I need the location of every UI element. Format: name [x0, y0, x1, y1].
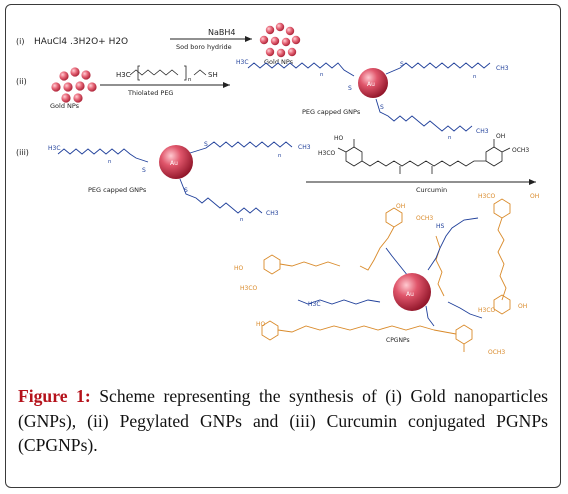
gold-np — [275, 22, 285, 32]
step-i-label: (i) — [16, 37, 24, 46]
au-label-iii: Au — [170, 160, 178, 167]
gold-np — [276, 48, 286, 58]
gold-np — [265, 25, 275, 35]
group-label: HO — [234, 265, 244, 272]
curcumin-left-ome: H3CO — [318, 150, 336, 157]
au-core-ii — [358, 68, 388, 98]
step-iii-label: (iii) — [16, 148, 29, 157]
gold-np — [51, 82, 61, 92]
peg-chain-iii-bottom — [179, 178, 263, 214]
step-ii-label: (ii) — [16, 77, 27, 86]
group-label: OH — [396, 203, 405, 210]
chain-end-top: CH3 — [496, 65, 509, 72]
gold-np — [291, 35, 301, 45]
au-label-ii: Au — [367, 81, 375, 88]
thiol-s-left: S — [348, 85, 352, 92]
chain-n-iii-top: n — [278, 153, 282, 159]
chain-n-iii-left: n — [108, 159, 112, 165]
step-ii-product-label: PEG capped GNPs — [302, 108, 361, 116]
group-label: OCH3 — [488, 349, 505, 356]
gold-np — [70, 67, 80, 77]
group-label: OH — [518, 303, 527, 310]
group-label: OCH3 — [416, 215, 433, 222]
peg-chain-top — [385, 62, 491, 75]
gold-np — [270, 36, 280, 46]
gold-np — [287, 47, 297, 57]
gold-np-cluster-ii — [51, 67, 97, 103]
chain-end-iii-top: CH3 — [298, 144, 311, 151]
synthesis-scheme: (i) HAuCl4 .3H2O+ H2O NaBH4 Sod boro hyd… — [16, 22, 539, 356]
cpgnp-label: CPGNPs — [386, 337, 410, 344]
step-ii-left-label: Gold NPs — [50, 102, 80, 110]
gold-np — [285, 26, 295, 36]
au-label-final: Au — [406, 291, 414, 298]
chain-n-left: n — [320, 72, 324, 78]
gold-np — [265, 47, 275, 57]
peg-links-final — [297, 217, 483, 327]
step-i-reactants: HAuCl4 .3H2O+ H2O — [34, 37, 128, 47]
chain-end-left-label: H3C — [236, 59, 249, 66]
step-ii-reagent-bottom: Thiolated PEG — [127, 89, 173, 97]
peg-capped-gnp-iii: H3C n S Au S CH3 n S CH3 n PEG capped GN… — [48, 141, 311, 223]
gold-np — [75, 81, 85, 91]
step-iii: (iii) H3C n S Au S CH3 n S CH3 n PEG cap… — [16, 133, 536, 223]
gold-np — [81, 70, 91, 80]
gold-np — [61, 93, 71, 103]
gold-np-cluster-i — [259, 22, 301, 58]
thiol-s-iii-left: S — [142, 167, 146, 174]
group-label: OH — [530, 193, 539, 200]
chain-n-top: n — [473, 74, 477, 80]
group-label: HS — [436, 223, 445, 230]
step-i-product-label: Gold NPs — [264, 58, 294, 66]
curcumin-left-oh: HO — [334, 135, 344, 142]
chain-end-iii-bottom: CH3 — [266, 210, 279, 217]
group-label: H3CO — [478, 193, 496, 200]
thiolated-peg-structure: H3C n SH — [116, 65, 218, 83]
peg-chain-bottom — [375, 98, 473, 132]
step-iii-arrow-label: Curcumin — [416, 186, 447, 194]
peg-h3c-label: H3C — [116, 71, 131, 79]
caption-lead: Figure 1: — [18, 386, 91, 406]
gold-np — [59, 71, 69, 81]
caption-text: Scheme representing the synthesis of (i)… — [18, 386, 548, 455]
figure-frame — [5, 4, 561, 488]
chain-end-bottom: CH3 — [476, 128, 489, 135]
peg-capped-gnp-ii: H3C n S Au S CH3 n S CH3 n PEG capped GN… — [236, 59, 509, 141]
au-core-iii — [159, 145, 193, 179]
peg-n-label: n — [188, 77, 192, 83]
chain-end-left-iii: H3C — [48, 145, 61, 152]
peg-chain-left — [247, 62, 355, 77]
step-iii-left-label: PEG capped GNPs — [88, 186, 147, 194]
gold-np — [63, 82, 73, 92]
thiol-s-iii-bottom: S — [184, 187, 188, 194]
thiol-s-top: S — [400, 61, 404, 68]
peg-chain-iii-top — [189, 141, 293, 154]
gold-np — [259, 35, 269, 45]
gold-np — [281, 37, 291, 47]
thiol-s-bottom: S — [380, 104, 384, 111]
curcumin-right-oh: OH — [496, 133, 505, 140]
thiol-s-iii-top: S — [204, 141, 208, 148]
curcumin-scaffold — [261, 198, 511, 352]
step-i-reagent-top: NaBH4 — [208, 28, 235, 37]
chain-n-bottom: n — [448, 135, 452, 141]
group-label: H3C — [308, 301, 321, 308]
gold-np — [87, 82, 97, 92]
curcumin-structure — [337, 139, 511, 174]
au-core-final — [393, 273, 431, 311]
step-ii: (ii) Gold NPs H3C n SH Thiolated PEG H3C… — [16, 59, 509, 141]
step-i-reagent-bottom: Sod boro hydride — [176, 43, 232, 51]
curcumin-right-ome: OCH3 — [512, 147, 529, 154]
peg-chain-iii-left — [57, 148, 149, 163]
group-label: H3CO — [478, 307, 496, 314]
figure-caption: Figure 1: Scheme representing the synthe… — [18, 384, 548, 458]
peg-sh-label: SH — [208, 71, 218, 79]
group-label: HO — [256, 321, 266, 328]
chain-n-iii-bottom: n — [240, 217, 244, 223]
group-label: H3CO — [240, 285, 258, 292]
step-i: (i) HAuCl4 .3H2O+ H2O NaBH4 Sod boro hyd… — [16, 22, 301, 66]
gold-np — [73, 93, 83, 103]
